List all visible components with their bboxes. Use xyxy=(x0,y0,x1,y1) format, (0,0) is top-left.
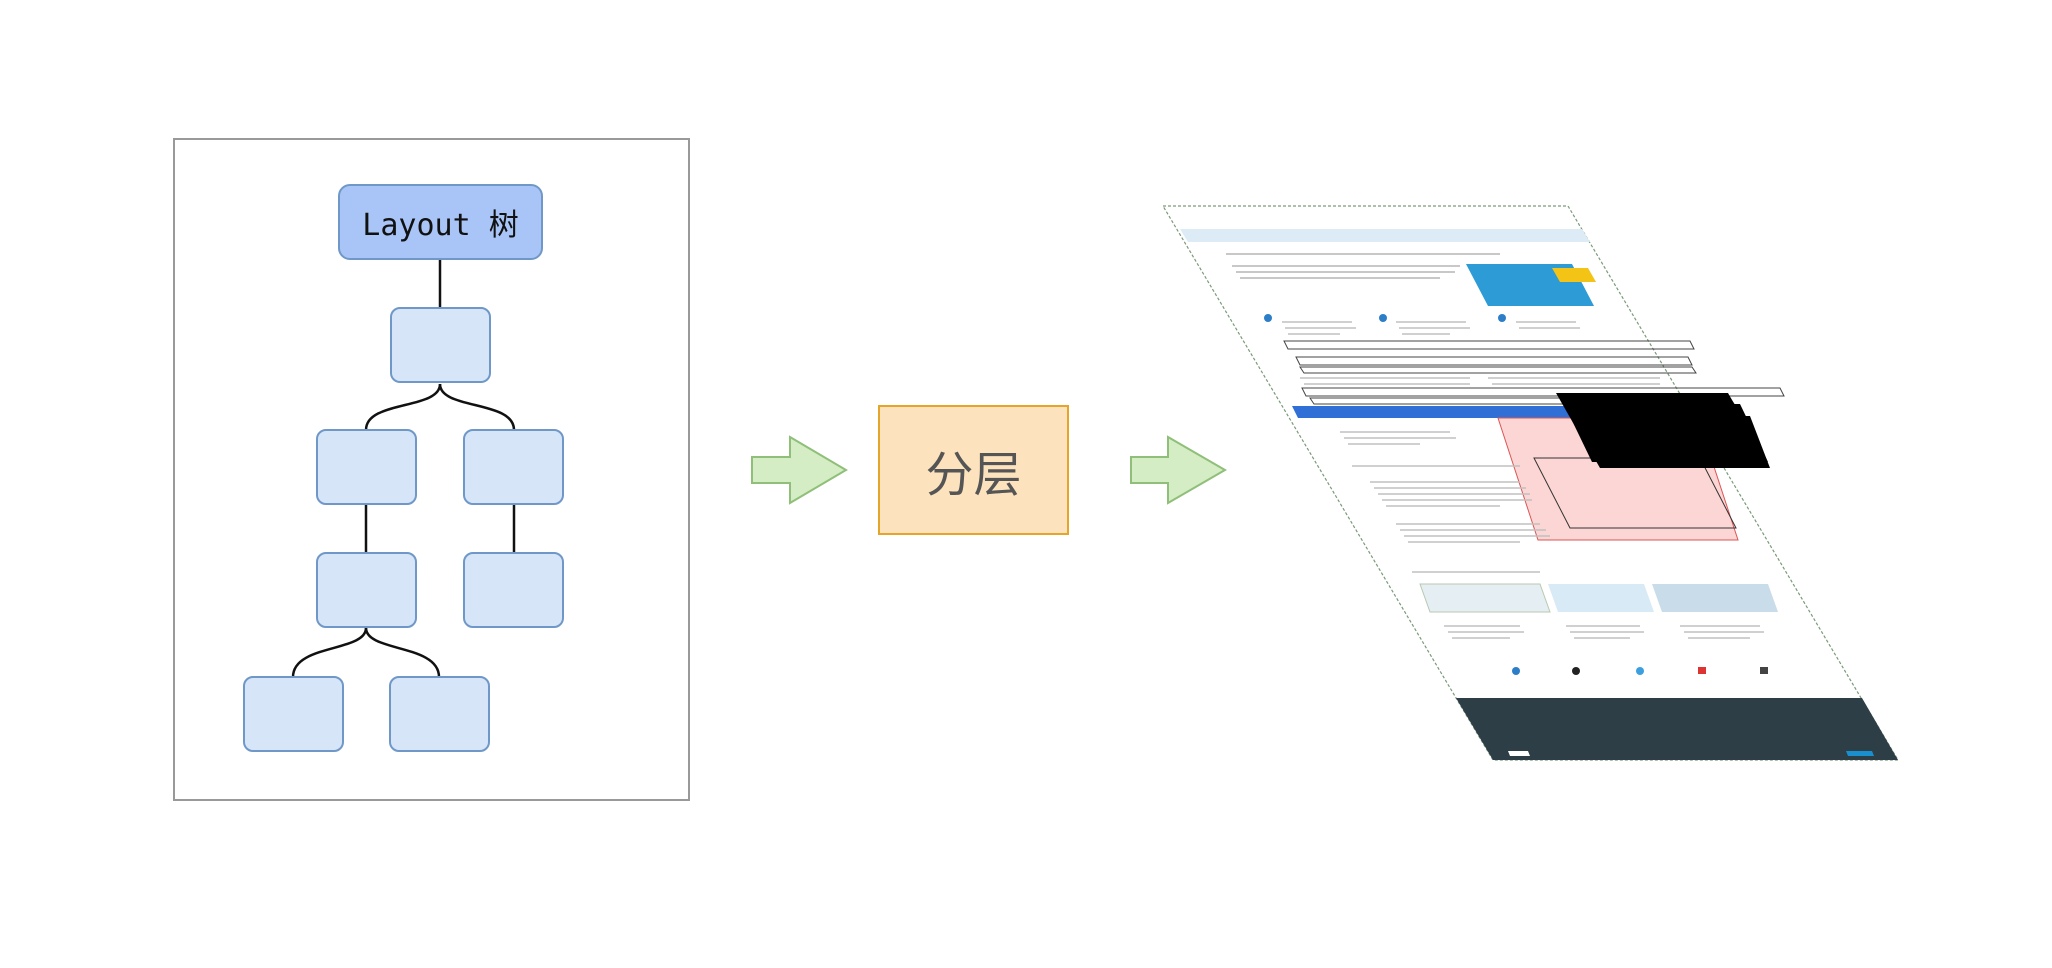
edge-l3a-l4b xyxy=(364,627,441,678)
tree-node xyxy=(316,429,417,505)
tree-node xyxy=(390,307,491,383)
page-banner xyxy=(1180,229,1590,242)
edge-l1-l2a xyxy=(364,383,442,431)
tree-node xyxy=(463,429,564,505)
layout-tree-root-node: Layout 树 xyxy=(338,184,543,260)
tree-node xyxy=(316,552,417,628)
tree-node xyxy=(243,676,344,752)
tree-node xyxy=(389,676,490,752)
edge-l1-l2b xyxy=(438,383,516,431)
layering-box: 分层 xyxy=(878,405,1069,535)
page-footer xyxy=(1456,698,1898,760)
right-arrow-icon xyxy=(1130,435,1227,505)
tree-node xyxy=(463,552,564,628)
edge-l3a-l4a xyxy=(291,627,368,678)
right-arrow-icon xyxy=(751,435,848,505)
card-image xyxy=(1419,583,1551,613)
